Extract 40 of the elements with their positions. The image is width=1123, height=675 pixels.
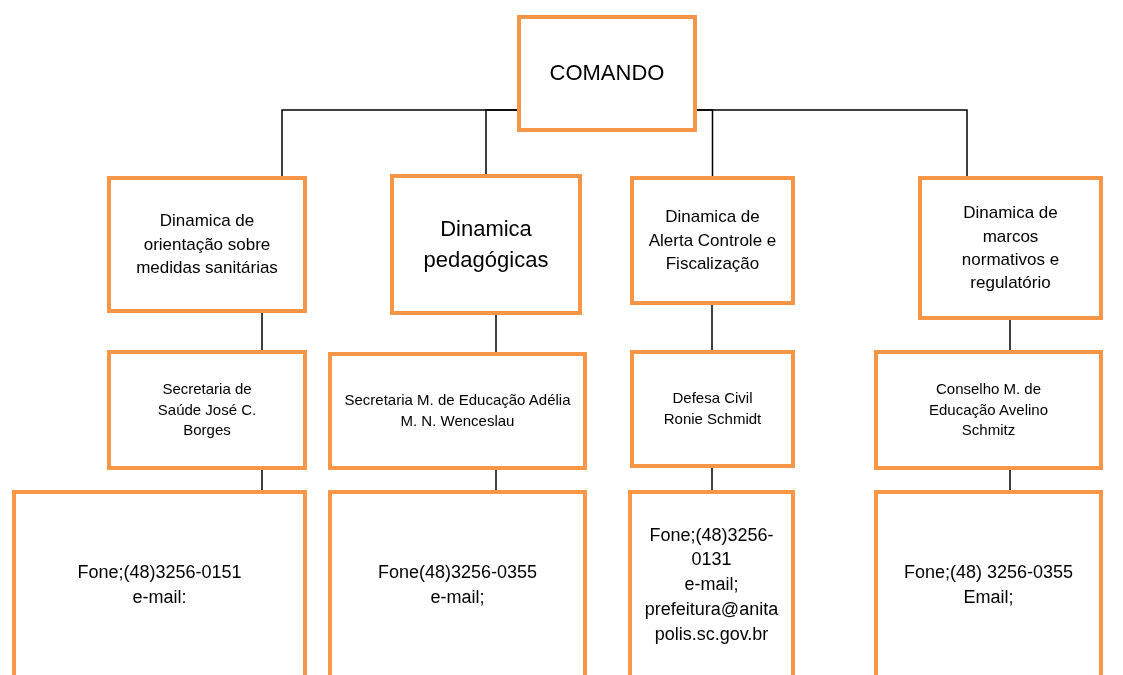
box-text: e-mail; bbox=[430, 585, 485, 609]
box-text: Dinamica de marcos normativos e regulatório bbox=[960, 202, 1061, 295]
org-box bbox=[328, 490, 587, 675]
org-box bbox=[107, 176, 307, 313]
connector-line bbox=[711, 467, 713, 491]
box-text: Fone;(48)3256-0151 bbox=[77, 560, 242, 584]
box-text: e-mail: bbox=[132, 585, 187, 609]
connector-line bbox=[1009, 469, 1011, 491]
connector-line bbox=[711, 304, 713, 351]
org-box bbox=[874, 490, 1103, 675]
connector-line bbox=[495, 314, 497, 353]
org-box bbox=[390, 174, 582, 315]
org-box bbox=[328, 352, 587, 470]
org-box bbox=[630, 350, 795, 468]
org-box bbox=[517, 15, 697, 132]
connector-line bbox=[485, 109, 518, 175]
org-box bbox=[874, 350, 1103, 470]
org-box bbox=[918, 176, 1103, 320]
org-box bbox=[12, 490, 307, 675]
org-box bbox=[630, 176, 795, 305]
org-box bbox=[107, 350, 307, 470]
connector-line bbox=[696, 109, 968, 177]
connector-line bbox=[495, 469, 497, 491]
connector-line bbox=[261, 312, 263, 351]
box-text: COMANDO bbox=[549, 59, 665, 88]
box-text: e-mail; bbox=[684, 573, 739, 597]
box-text: Dinamica de Alerta Controle e Fiscalização bbox=[647, 206, 778, 276]
box-text: prefeitura@anitapolis.sc.gov.br bbox=[643, 597, 780, 646]
box-text: Dinamica de orientação sobre medidas sanitárias bbox=[135, 210, 279, 280]
box-text: Dinamica pedagógicas bbox=[422, 215, 550, 274]
org-box bbox=[628, 490, 795, 675]
box-text: Email; bbox=[963, 585, 1014, 609]
box-text: Fone;(48) 3256-0355 bbox=[903, 560, 1074, 584]
connector-line bbox=[261, 469, 263, 491]
connector-line bbox=[1009, 319, 1011, 351]
box-text: Defesa Civil Ronie Schmidt bbox=[662, 388, 763, 429]
box-text: Secretaria de Saúde José C. Borges bbox=[156, 379, 258, 441]
box-text: Secretaria M. de Educação Adélia M. N. Wenceslau bbox=[343, 390, 572, 431]
box-text: Fone(48)3256-0355 bbox=[377, 560, 538, 584]
box-text: Conselho M. de Educação Avelino Schmitz bbox=[928, 379, 1049, 441]
